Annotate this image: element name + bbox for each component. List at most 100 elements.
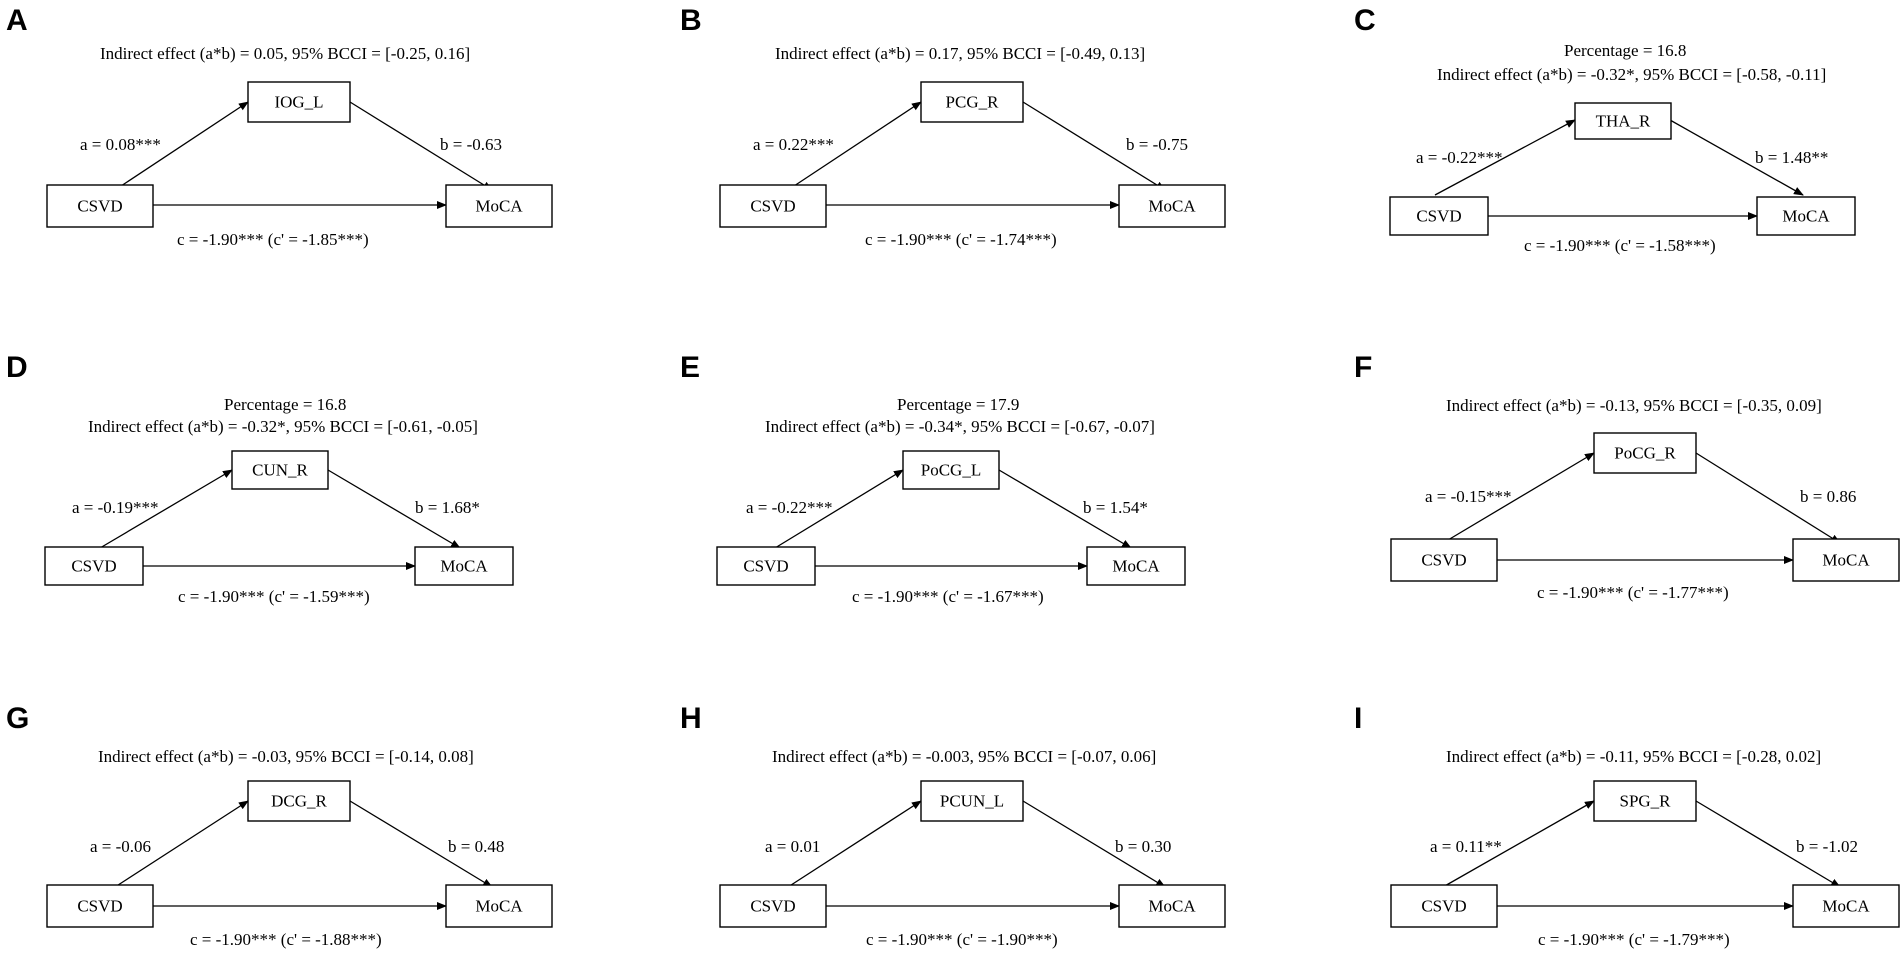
moca-label: MoCA bbox=[1112, 557, 1160, 576]
moca-box bbox=[1086, 546, 1186, 586]
panel-f: F Indirect effect (a*b) = -0.13, 95% BCC… bbox=[1354, 351, 1900, 602]
path-b-label: b = 1.48** bbox=[1755, 148, 1828, 167]
path-c-label: c = -1.90*** (c' = -1.88***) bbox=[190, 930, 382, 949]
path-a-arrow bbox=[787, 800, 922, 888]
panel-letter: H bbox=[680, 702, 702, 735]
path-a-label: a = 0.11** bbox=[1430, 837, 1502, 856]
path-a-arrow bbox=[114, 800, 249, 888]
csvd-box bbox=[1390, 538, 1498, 582]
moca-label: MoCA bbox=[1822, 897, 1870, 916]
mediator-box bbox=[1593, 432, 1697, 474]
moca-box bbox=[445, 884, 553, 928]
moca-box bbox=[1118, 884, 1226, 928]
path-a-label: a = -0.22*** bbox=[746, 498, 833, 517]
panel-c: C Percentage = 16.8 Indirect effect (a*b… bbox=[1354, 4, 1856, 255]
panel-h: H Indirect effect (a*b) = -0.003, 95% BC… bbox=[680, 702, 1226, 949]
csvd-label: CSVD bbox=[77, 897, 122, 916]
path-a-label: a = -0.15*** bbox=[1425, 487, 1512, 506]
path-b-arrow bbox=[1695, 452, 1841, 544]
moca-label: MoCA bbox=[440, 557, 488, 576]
mediator-box bbox=[231, 450, 329, 490]
panel-letter: C bbox=[1354, 4, 1376, 37]
path-a-label: a = 0.08*** bbox=[80, 135, 161, 154]
panel-letter: D bbox=[6, 351, 28, 384]
path-a-label: a = 0.22*** bbox=[753, 135, 834, 154]
panel-b: B Indirect effect (a*b) = 0.17, 95% BCCI… bbox=[680, 4, 1226, 249]
path-a-arrow bbox=[774, 469, 904, 549]
path-b-label: b = 1.54* bbox=[1083, 498, 1148, 517]
csvd-label: CSVD bbox=[750, 897, 795, 916]
csvd-label: CSVD bbox=[1421, 551, 1466, 570]
moca-box bbox=[1792, 884, 1900, 928]
panel-i: I Indirect effect (a*b) = -0.11, 95% BCC… bbox=[1354, 702, 1900, 949]
path-c-label: c = -1.90*** (c' = -1.77***) bbox=[1537, 583, 1729, 602]
path-b-arrow bbox=[349, 800, 493, 888]
panel-d: D Percentage = 16.8 Indirect effect (a*b… bbox=[6, 351, 514, 606]
csvd-box bbox=[46, 184, 154, 228]
moca-box bbox=[1756, 196, 1856, 236]
path-b-label: b = -1.02 bbox=[1796, 837, 1858, 856]
panel-letter: F bbox=[1354, 351, 1372, 384]
indirect-effect-label: Indirect effect (a*b) = -0.32*, 95% BCCI… bbox=[1437, 65, 1826, 84]
panel-letter: B bbox=[680, 4, 702, 37]
indirect-effect-label: Indirect effect (a*b) = -0.13, 95% BCCI … bbox=[1446, 396, 1822, 415]
path-c-label: c = -1.90*** (c' = -1.58***) bbox=[1524, 236, 1716, 255]
path-c-label: c = -1.90*** (c' = -1.85***) bbox=[177, 230, 369, 249]
path-c-label: c = -1.90*** (c' = -1.59***) bbox=[178, 587, 370, 606]
path-c-label: c = -1.90*** (c' = -1.90***) bbox=[866, 930, 1058, 949]
moca-label: MoCA bbox=[1782, 207, 1830, 226]
panel-a: A Indirect effect (a*b) = 0.05, 95% BCCI… bbox=[6, 4, 553, 249]
path-a-arrow bbox=[99, 469, 233, 549]
path-a-arrow bbox=[787, 101, 922, 191]
percentage-label: Percentage = 16.8 bbox=[1564, 41, 1686, 60]
path-b-arrow bbox=[349, 101, 493, 191]
moca-label: MoCA bbox=[475, 197, 523, 216]
csvd-label: CSVD bbox=[71, 557, 116, 576]
panel-e: E Percentage = 17.9 Indirect effect (a*b… bbox=[680, 351, 1186, 606]
path-a-arrow bbox=[114, 101, 249, 191]
path-b-arrow bbox=[1669, 119, 1804, 196]
path-b-label: b = 0.86 bbox=[1800, 487, 1856, 506]
moca-label: MoCA bbox=[1148, 197, 1196, 216]
mediator-label: DCG_R bbox=[271, 792, 327, 811]
path-b-label: b = 0.30 bbox=[1115, 837, 1171, 856]
mediator-label: PoCG_R bbox=[1614, 444, 1676, 463]
path-b-arrow bbox=[998, 469, 1132, 549]
path-c-label: c = -1.90*** (c' = -1.74***) bbox=[865, 230, 1057, 249]
moca-label: MoCA bbox=[1148, 897, 1196, 916]
moca-box bbox=[414, 546, 514, 586]
path-c-label: c = -1.90*** (c' = -1.79***) bbox=[1538, 930, 1730, 949]
path-a-label: a = -0.06 bbox=[90, 837, 151, 856]
path-a-label: a = 0.01 bbox=[765, 837, 820, 856]
path-a-arrow bbox=[1442, 800, 1595, 888]
mediator-label: THA_R bbox=[1596, 112, 1651, 131]
csvd-box bbox=[44, 546, 144, 586]
panel-letter: G bbox=[6, 702, 29, 735]
path-a-label: a = -0.22*** bbox=[1416, 148, 1503, 167]
indirect-effect-label: Indirect effect (a*b) = -0.11, 95% BCCI … bbox=[1446, 747, 1821, 766]
path-b-arrow bbox=[1022, 800, 1166, 888]
mediator-label: PCG_R bbox=[946, 93, 1000, 112]
path-b-arrow bbox=[1695, 800, 1841, 888]
moca-label: MoCA bbox=[1822, 551, 1870, 570]
indirect-effect-label: Indirect effect (a*b) = -0.32*, 95% BCCI… bbox=[88, 417, 478, 436]
csvd-label: CSVD bbox=[1416, 207, 1461, 226]
panel-letter: I bbox=[1354, 702, 1362, 735]
indirect-effect-label: Indirect effect (a*b) = -0.03, 95% BCCI … bbox=[98, 747, 474, 766]
moca-label: MoCA bbox=[475, 897, 523, 916]
path-b-label: b = -0.63 bbox=[440, 135, 502, 154]
mediator-label: SPG_R bbox=[1619, 792, 1671, 811]
csvd-box bbox=[1389, 196, 1489, 236]
panel-letter: E bbox=[680, 351, 700, 384]
indirect-effect-label: Indirect effect (a*b) = 0.17, 95% BCCI =… bbox=[775, 44, 1145, 63]
csvd-box bbox=[1390, 884, 1498, 928]
mediator-box bbox=[1574, 102, 1672, 140]
path-b-label: b = 1.68* bbox=[415, 498, 480, 517]
mediator-box bbox=[247, 81, 351, 123]
indirect-effect-label: Indirect effect (a*b) = 0.05, 95% BCCI =… bbox=[100, 44, 470, 63]
csvd-box bbox=[46, 884, 154, 928]
csvd-box bbox=[716, 546, 816, 586]
panel-g: G Indirect effect (a*b) = -0.03, 95% BCC… bbox=[6, 702, 553, 949]
indirect-effect-label: Indirect effect (a*b) = -0.003, 95% BCCI… bbox=[772, 747, 1156, 766]
